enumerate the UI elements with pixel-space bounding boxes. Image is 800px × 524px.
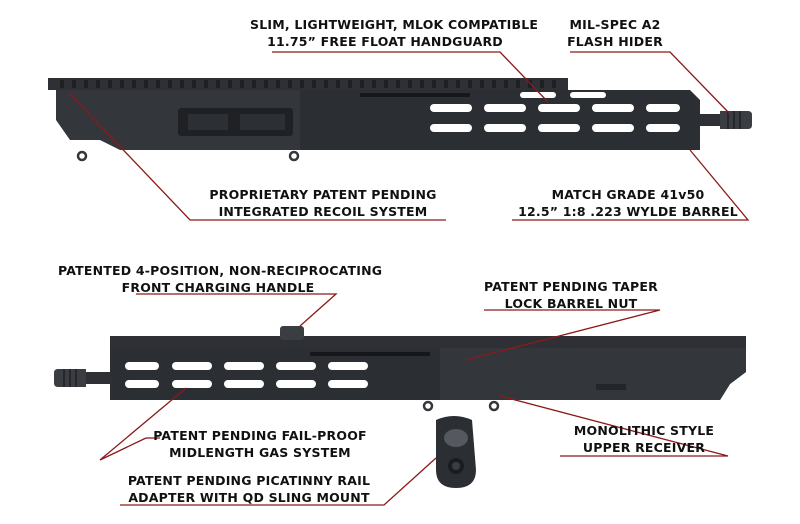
bottom-charging-handle xyxy=(280,326,304,340)
callout-handguard-line1: SLIM, LIGHTWEIGHT, MLOK COMPATIBLE xyxy=(250,17,539,32)
picatinny-rail-adapter xyxy=(436,416,476,488)
bottom-upper-assembly xyxy=(54,326,746,412)
callout-barrel-nut-line1: PATENT PENDING TAPER xyxy=(484,279,658,294)
callout-gas-line1: PATENT PENDING FAIL-PROOF xyxy=(153,428,367,443)
bottom-picatinny-rail xyxy=(110,336,746,348)
callout-gas-system: PATENT PENDING FAIL-PROOF MIDLENGTH GAS … xyxy=(150,427,370,461)
callout-charging-handle: PATENTED 4-POSITION, NON-RECIPROCATING F… xyxy=(58,262,383,296)
callout-rail-line1: PATENT PENDING PICATINNY RAIL xyxy=(127,473,371,488)
top-rail-slots xyxy=(60,80,556,88)
bottom-mlok-slots xyxy=(125,362,368,388)
callout-charging-line2: FRONT CHARGING HANDLE xyxy=(121,280,315,295)
callout-barrel-nut-line2: LOCK BARREL NUT xyxy=(504,296,638,311)
callout-barrel-line2: 12.5” 1:8 .223 WYLDE BARREL xyxy=(518,204,738,219)
callout-upper-line2: UPPER RECEIVER xyxy=(582,440,706,455)
callout-rail-line2: ADAPTER WITH QD SLING MOUNT xyxy=(128,490,370,505)
top-handguard xyxy=(300,90,700,150)
callout-barrel-nut: PATENT PENDING TAPER LOCK BARREL NUT xyxy=(478,278,664,312)
callout-gas-line2: MIDLENGTH GAS SYSTEM xyxy=(169,445,351,460)
top-mlok-slots xyxy=(430,92,680,132)
callout-barrel-line1: MATCH GRADE 41v50 xyxy=(551,187,705,202)
callout-rail-adapter: PATENT PENDING PICATINNY RAIL ADAPTER WI… xyxy=(118,472,380,506)
callout-handguard: SLIM, LIGHTWEIGHT, MLOK COMPATIBLE 11.75… xyxy=(250,16,539,50)
top-upper-assembly xyxy=(48,78,752,162)
callout-upper-line1: MONOLITHIC STYLE xyxy=(573,423,715,438)
callout-barrel: MATCH GRADE 41v50 12.5” 1:8 .223 WYLDE B… xyxy=(508,186,748,220)
top-picatinny-rail xyxy=(48,78,568,90)
bottom-barrel xyxy=(82,372,112,384)
top-flash-hider xyxy=(720,111,752,129)
callout-flash-hider-line1: MIL-SPEC A2 xyxy=(569,17,661,32)
callout-recoil-system: PROPRIETARY PATENT PENDING INTEGRATED RE… xyxy=(200,186,446,220)
callout-flash-hider-line2: FLASH HIDER xyxy=(567,34,663,49)
callout-recoil-line1: PROPRIETARY PATENT PENDING xyxy=(209,187,437,202)
callout-recoil-line2: INTEGRATED RECOIL SYSTEM xyxy=(218,204,428,219)
callout-charging-line1: PATENTED 4-POSITION, NON-RECIPROCATING xyxy=(58,263,383,278)
callout-handguard-line2: 11.75” FREE FLOAT HANDGUARD xyxy=(267,34,503,49)
top-barrel xyxy=(700,114,724,126)
callout-flash-hider: MIL-SPEC A2 FLASH HIDER xyxy=(560,16,670,50)
callout-lines xyxy=(69,51,750,506)
callout-upper-receiver: MONOLITHIC STYLE UPPER RECEIVER xyxy=(556,422,732,456)
